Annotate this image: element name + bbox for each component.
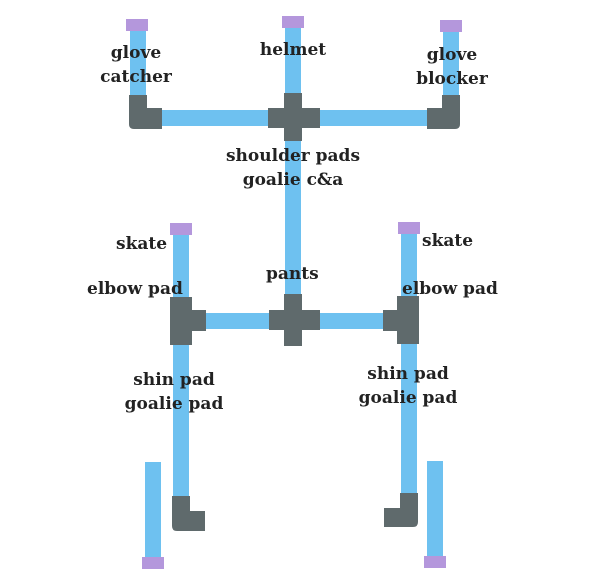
label-elbow-pad-left: elbow pad (87, 279, 183, 299)
label-glove-catcher: glove catcher (100, 43, 172, 87)
label-shoulder-pads: shoulder pads goalie c&a (225, 146, 361, 190)
pipe-hip-left (203, 313, 273, 329)
elbow-fitting-bottom-right (384, 493, 418, 527)
cap-loose-right (424, 556, 446, 568)
pipe-left-leg-lower (173, 342, 189, 502)
label-helmet: helmet (259, 40, 327, 60)
label-shin-pad-right: shin pad goalie pad (358, 364, 458, 408)
pipe-left-leg-upper (173, 230, 189, 300)
cap-helmet (282, 16, 304, 28)
caps (126, 16, 462, 569)
cross-fitting-hips (269, 294, 320, 346)
fittings (129, 93, 460, 531)
pipe-loose-left (145, 462, 161, 560)
pipe-hip-right (318, 313, 386, 329)
pipe-left-arm-top (130, 26, 146, 112)
pipe-right-leg-upper (401, 230, 417, 298)
label-skate-right: skate (422, 231, 474, 251)
pipe-spine (285, 138, 301, 298)
pipe-right-arm-top (443, 28, 459, 112)
label-glove-blocker: glove blocker (416, 45, 488, 89)
cross-fitting-shoulders (268, 93, 320, 141)
label-shin-pad-left: shin pad goalie pad (124, 370, 224, 414)
pipe-right-leg-lower (401, 342, 417, 500)
cap-skate-left (170, 223, 192, 235)
cap-left-arm (126, 19, 148, 31)
elbow-fitting-bottom-left (172, 496, 205, 531)
pipe-top-crossbar-left (160, 110, 270, 126)
pipe-top-crossbar-right (318, 110, 430, 126)
tee-fitting-right (383, 296, 419, 344)
pipes (130, 26, 459, 560)
cap-loose-left (142, 557, 164, 569)
pipe-loose-right (427, 461, 443, 559)
label-pants: pants (266, 264, 319, 284)
elbow-fitting-top-left (129, 95, 162, 129)
pipe-helmet (285, 26, 301, 106)
tee-fitting-left (170, 297, 206, 345)
label-skate-left: skate (116, 234, 168, 254)
elbow-fitting-top-right (427, 95, 460, 129)
cap-right-arm (440, 20, 462, 32)
cap-skate-right (398, 222, 420, 234)
label-elbow-pad-right: elbow pad (402, 279, 498, 299)
